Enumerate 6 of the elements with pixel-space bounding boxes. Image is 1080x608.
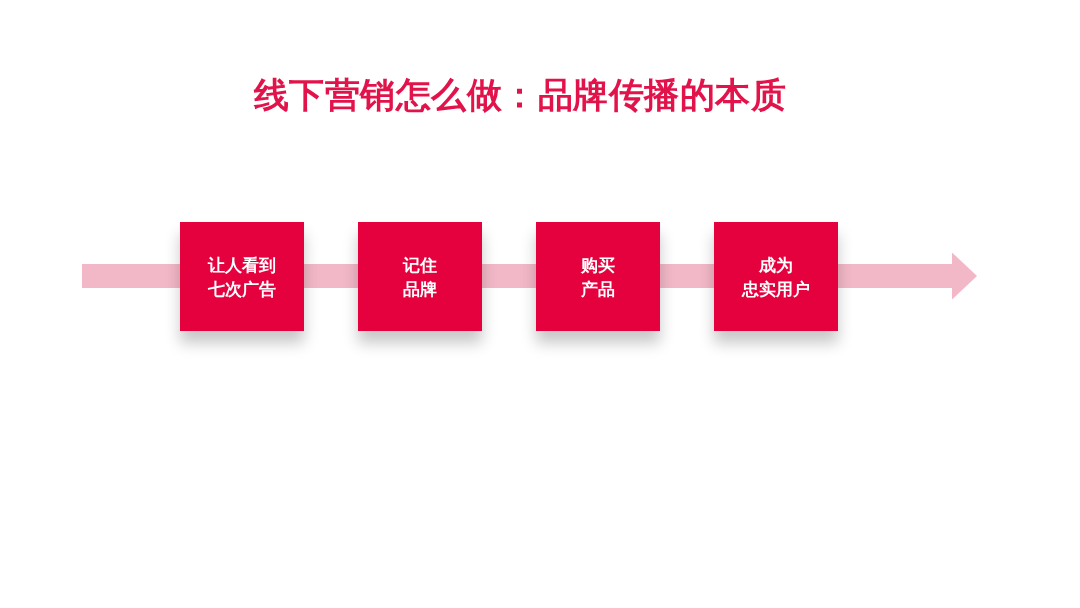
title: 线下营销怎么做：品牌传播的本质: [253, 74, 787, 117]
step-box: 让人看到七次广告: [180, 222, 304, 331]
step-box: 记住品牌: [358, 222, 482, 331]
arrow: [838, 252, 977, 300]
step-box: 购买产品: [536, 222, 660, 331]
step-box: 成为忠实用户: [714, 222, 838, 331]
